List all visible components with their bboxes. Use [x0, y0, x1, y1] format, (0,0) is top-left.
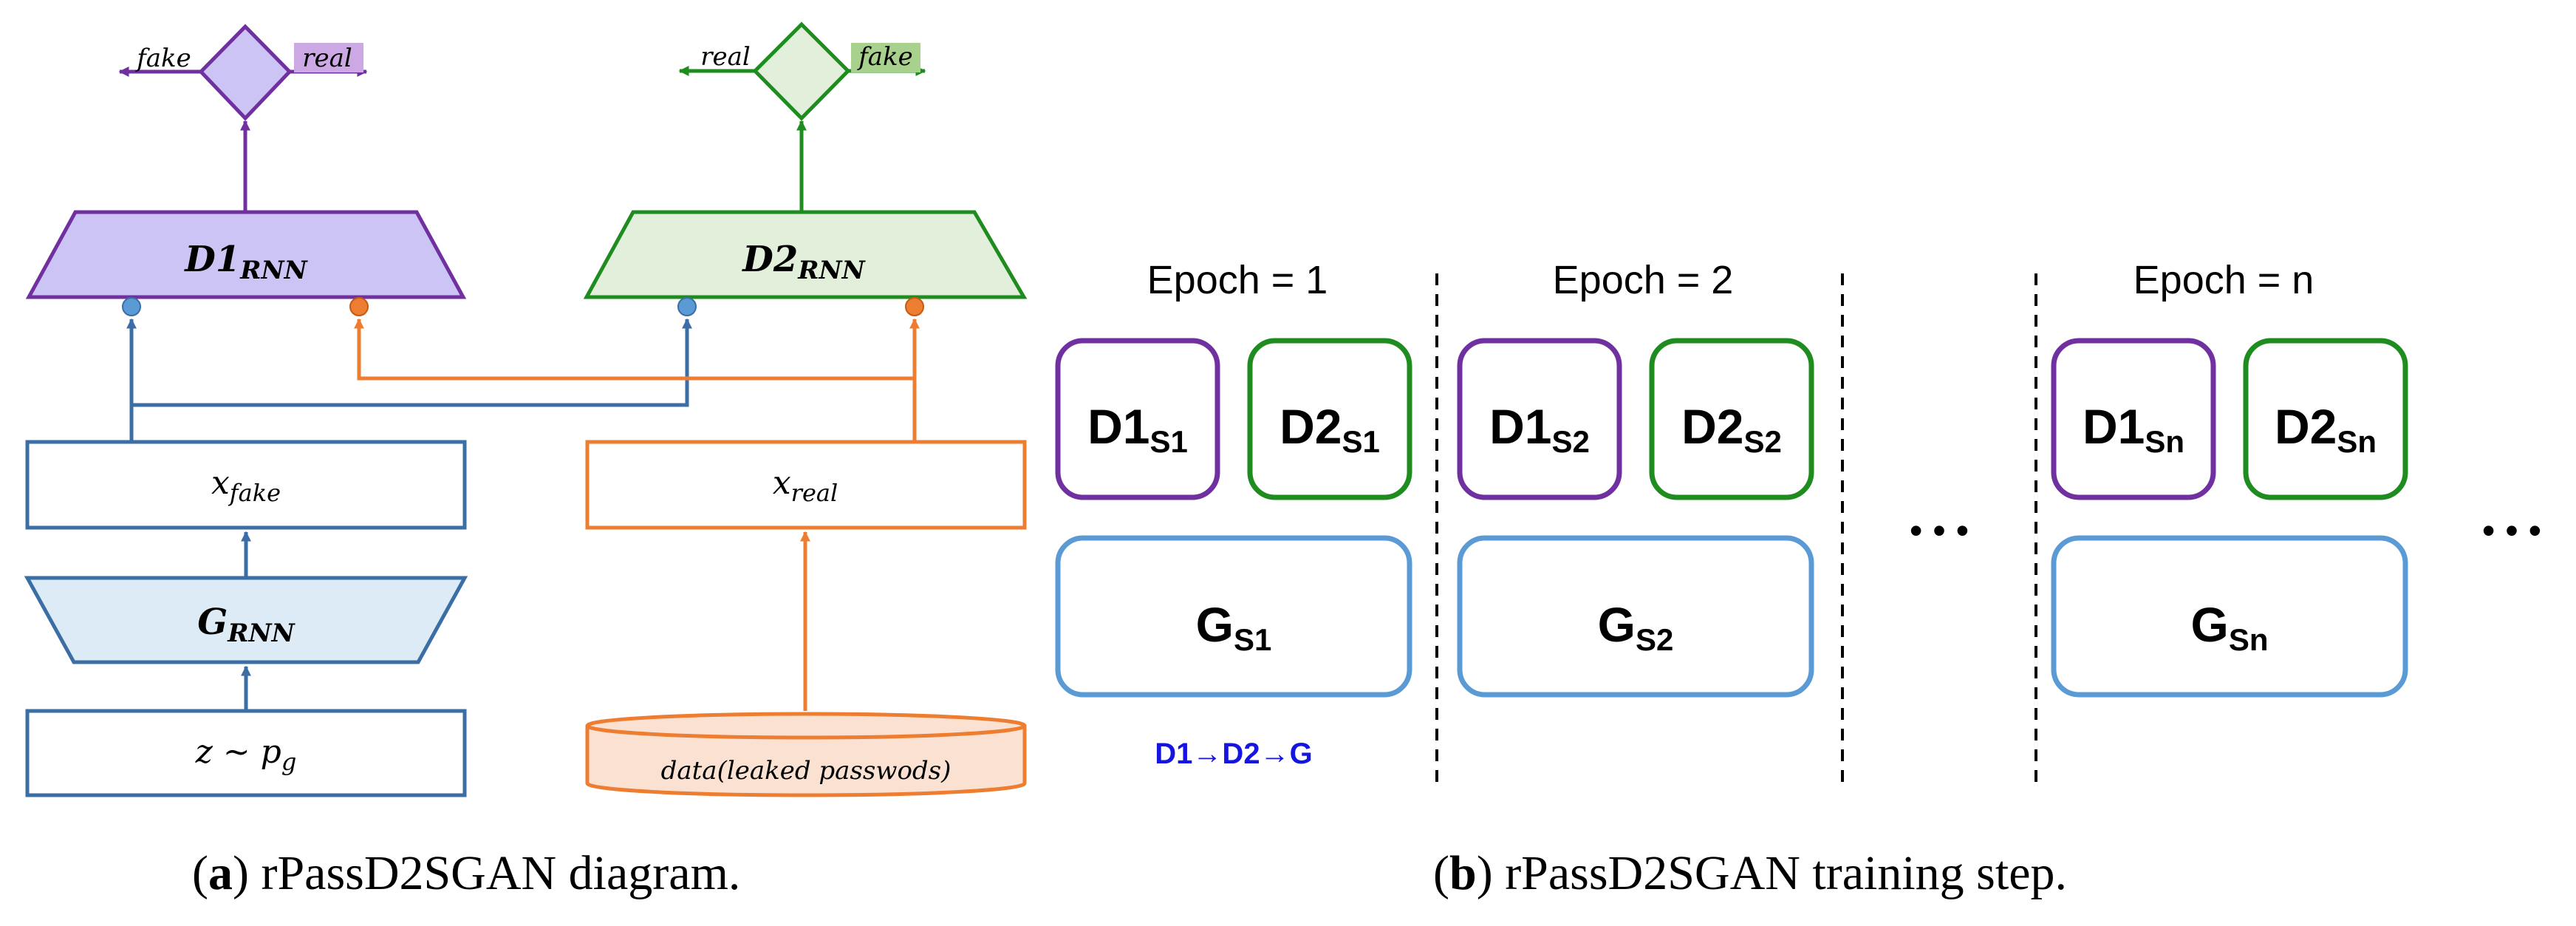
epoch-n-d1-label: D1: [2083, 399, 2145, 454]
d1-subscript: RNN: [239, 256, 308, 285]
x-fake-box: xfake: [25, 440, 467, 530]
caption-b: (b) rPassD2SGAN training step.: [1433, 846, 2067, 900]
x-fake-label: x: [211, 464, 230, 502]
g-label: G: [197, 602, 228, 643]
epoch-2-d2-sub: S2: [1744, 424, 1782, 459]
caption-b-letter: b: [1449, 846, 1477, 900]
caption-a-text: rPassD2SGAN diagram.: [249, 846, 740, 900]
d1-rnn-discriminator: D1RNN: [25, 210, 467, 299]
epoch-1-d1-box: [1055, 338, 1220, 500]
svg-text:z ~ pg: z ~ pg: [195, 733, 297, 776]
epoch-n-d2-box: [2243, 338, 2408, 500]
epoch-2-d2-box: [1649, 338, 1814, 500]
d1-decision-diamond: fake real: [118, 24, 368, 121]
epoch-2-g-label: G: [1598, 597, 1636, 652]
x-fake-subscript: fake: [228, 479, 281, 507]
svg-text:GS1: GS1: [1196, 597, 1272, 657]
epoch-1-d2-sub: S1: [1342, 424, 1380, 459]
epoch-n-column: Epoch = n D1Sn D2Sn GSn: [2051, 258, 2408, 698]
epoch-n-d2-sub: Sn: [2337, 424, 2377, 459]
d2-rnn-discriminator: D2RNN: [583, 210, 1028, 299]
real-sample-connections: [349, 297, 924, 441]
svg-text:D1S1: D1S1: [1087, 399, 1188, 459]
epoch-n-g-box: [2051, 535, 2408, 698]
z-label: z ~ p: [195, 733, 281, 771]
svg-text:GRNN: GRNN: [197, 602, 295, 648]
epoch-2-column: Epoch = 2 D1S2 D2S2 GS2: [1457, 258, 1814, 698]
epoch-n-label: Epoch = n: [2133, 258, 2314, 302]
d1-fake-input-port: [122, 297, 141, 316]
noise-z-box: z ~ pg: [25, 709, 467, 797]
epoch-1-g-sub: S1: [1234, 622, 1271, 657]
ellipsis-middle: • • •: [1910, 510, 1969, 551]
epoch-1-column: Epoch = 1 D1S1 D2S1 GS1 D1→D2→G: [1055, 258, 1412, 770]
epoch-n-g-label: G: [2190, 597, 2228, 652]
d1-output-fake-label: fake: [134, 44, 191, 73]
leaked-passwords-data-store: data(leaked passwods): [585, 712, 1027, 797]
g-subscript: RNN: [227, 619, 295, 648]
d1-label: D1: [183, 239, 240, 280]
svg-text:D2Sn: D2Sn: [2275, 399, 2377, 459]
epoch-1-d1-label: D1: [1087, 399, 1149, 454]
d2-fake-input-port: [677, 297, 697, 316]
fake-sample-connections: [122, 297, 697, 441]
epoch-2-d2-label: D2: [1681, 399, 1743, 454]
panel-b-training-steps: Epoch = 1 D1S1 D2S1 GS1 D1→D2→G Epoch = …: [1055, 258, 2541, 900]
z-subscript: g: [281, 748, 296, 776]
caption-a: (a) rPassD2SGAN diagram.: [192, 846, 740, 900]
epoch-2-label: Epoch = 2: [1553, 258, 1734, 302]
d2-output-real-label: real: [700, 42, 751, 72]
svg-text:GSn: GSn: [2190, 597, 2268, 657]
d1-real-input-port: [349, 297, 369, 316]
d1-output-real-highlight: [294, 43, 363, 72]
epoch-1-d1-sub: S1: [1150, 424, 1188, 459]
training-order-label: D1→D2→G: [1155, 738, 1312, 770]
svg-text:D1RNN: D1RNN: [183, 239, 308, 285]
epoch-1-d2-box: [1247, 338, 1412, 500]
svg-text:D2S1: D2S1: [1280, 399, 1380, 459]
g-rnn-generator: GRNN: [24, 576, 468, 664]
caption-b-text: rPassD2SGAN training step.: [1493, 846, 2067, 900]
epoch-n-d1-box: [2051, 338, 2216, 500]
caption-a-letter: a: [208, 846, 233, 900]
epoch-2-g-sub: S2: [1636, 622, 1673, 657]
d2-decision-diamond: real fake: [678, 21, 926, 121]
d2-real-input-port: [905, 297, 924, 316]
epoch-1-g-label: G: [1196, 597, 1234, 652]
epoch-n-d2-label: D2: [2275, 399, 2337, 454]
svg-text:xreal: xreal: [773, 464, 838, 507]
svg-text:GS2: GS2: [1598, 597, 1674, 657]
data-label: data(leaked passwods): [661, 756, 952, 786]
d2-output-fake-highlight: [851, 43, 920, 72]
epoch-2-d1-sub: S2: [1552, 424, 1590, 459]
d2-output-fake-label: fake: [856, 42, 913, 72]
d2-subscript: RNN: [797, 256, 866, 285]
panel-a-diagram: fake real real fake D1RNN D2RNN: [24, 21, 1028, 900]
epoch-2-d1-box: [1457, 338, 1622, 500]
epoch-2-d1-label: D1: [1489, 399, 1551, 454]
svg-text:xfake: xfake: [211, 464, 281, 507]
epoch-n-d1-sub: Sn: [2145, 424, 2184, 459]
x-real-subscript: real: [791, 479, 838, 507]
epoch-n-g-sub: Sn: [2229, 622, 2269, 657]
d2-label: D2: [741, 239, 798, 280]
svg-text:D2RNN: D2RNN: [741, 239, 866, 285]
x-real-box: xreal: [585, 440, 1027, 530]
svg-text:D2S2: D2S2: [1681, 399, 1782, 459]
x-real-label: x: [773, 464, 791, 502]
epoch-1-label: Epoch = 1: [1147, 258, 1328, 302]
epoch-2-g-box: [1457, 535, 1814, 698]
epoch-1-g-box: [1055, 535, 1412, 698]
svg-text:D1Sn: D1Sn: [2083, 399, 2184, 459]
epoch-1-d2-label: D2: [1280, 399, 1342, 454]
svg-text:D1S2: D1S2: [1489, 399, 1590, 459]
ellipsis-right: • • •: [2482, 510, 2541, 551]
d1-output-real-label: real: [302, 44, 352, 73]
